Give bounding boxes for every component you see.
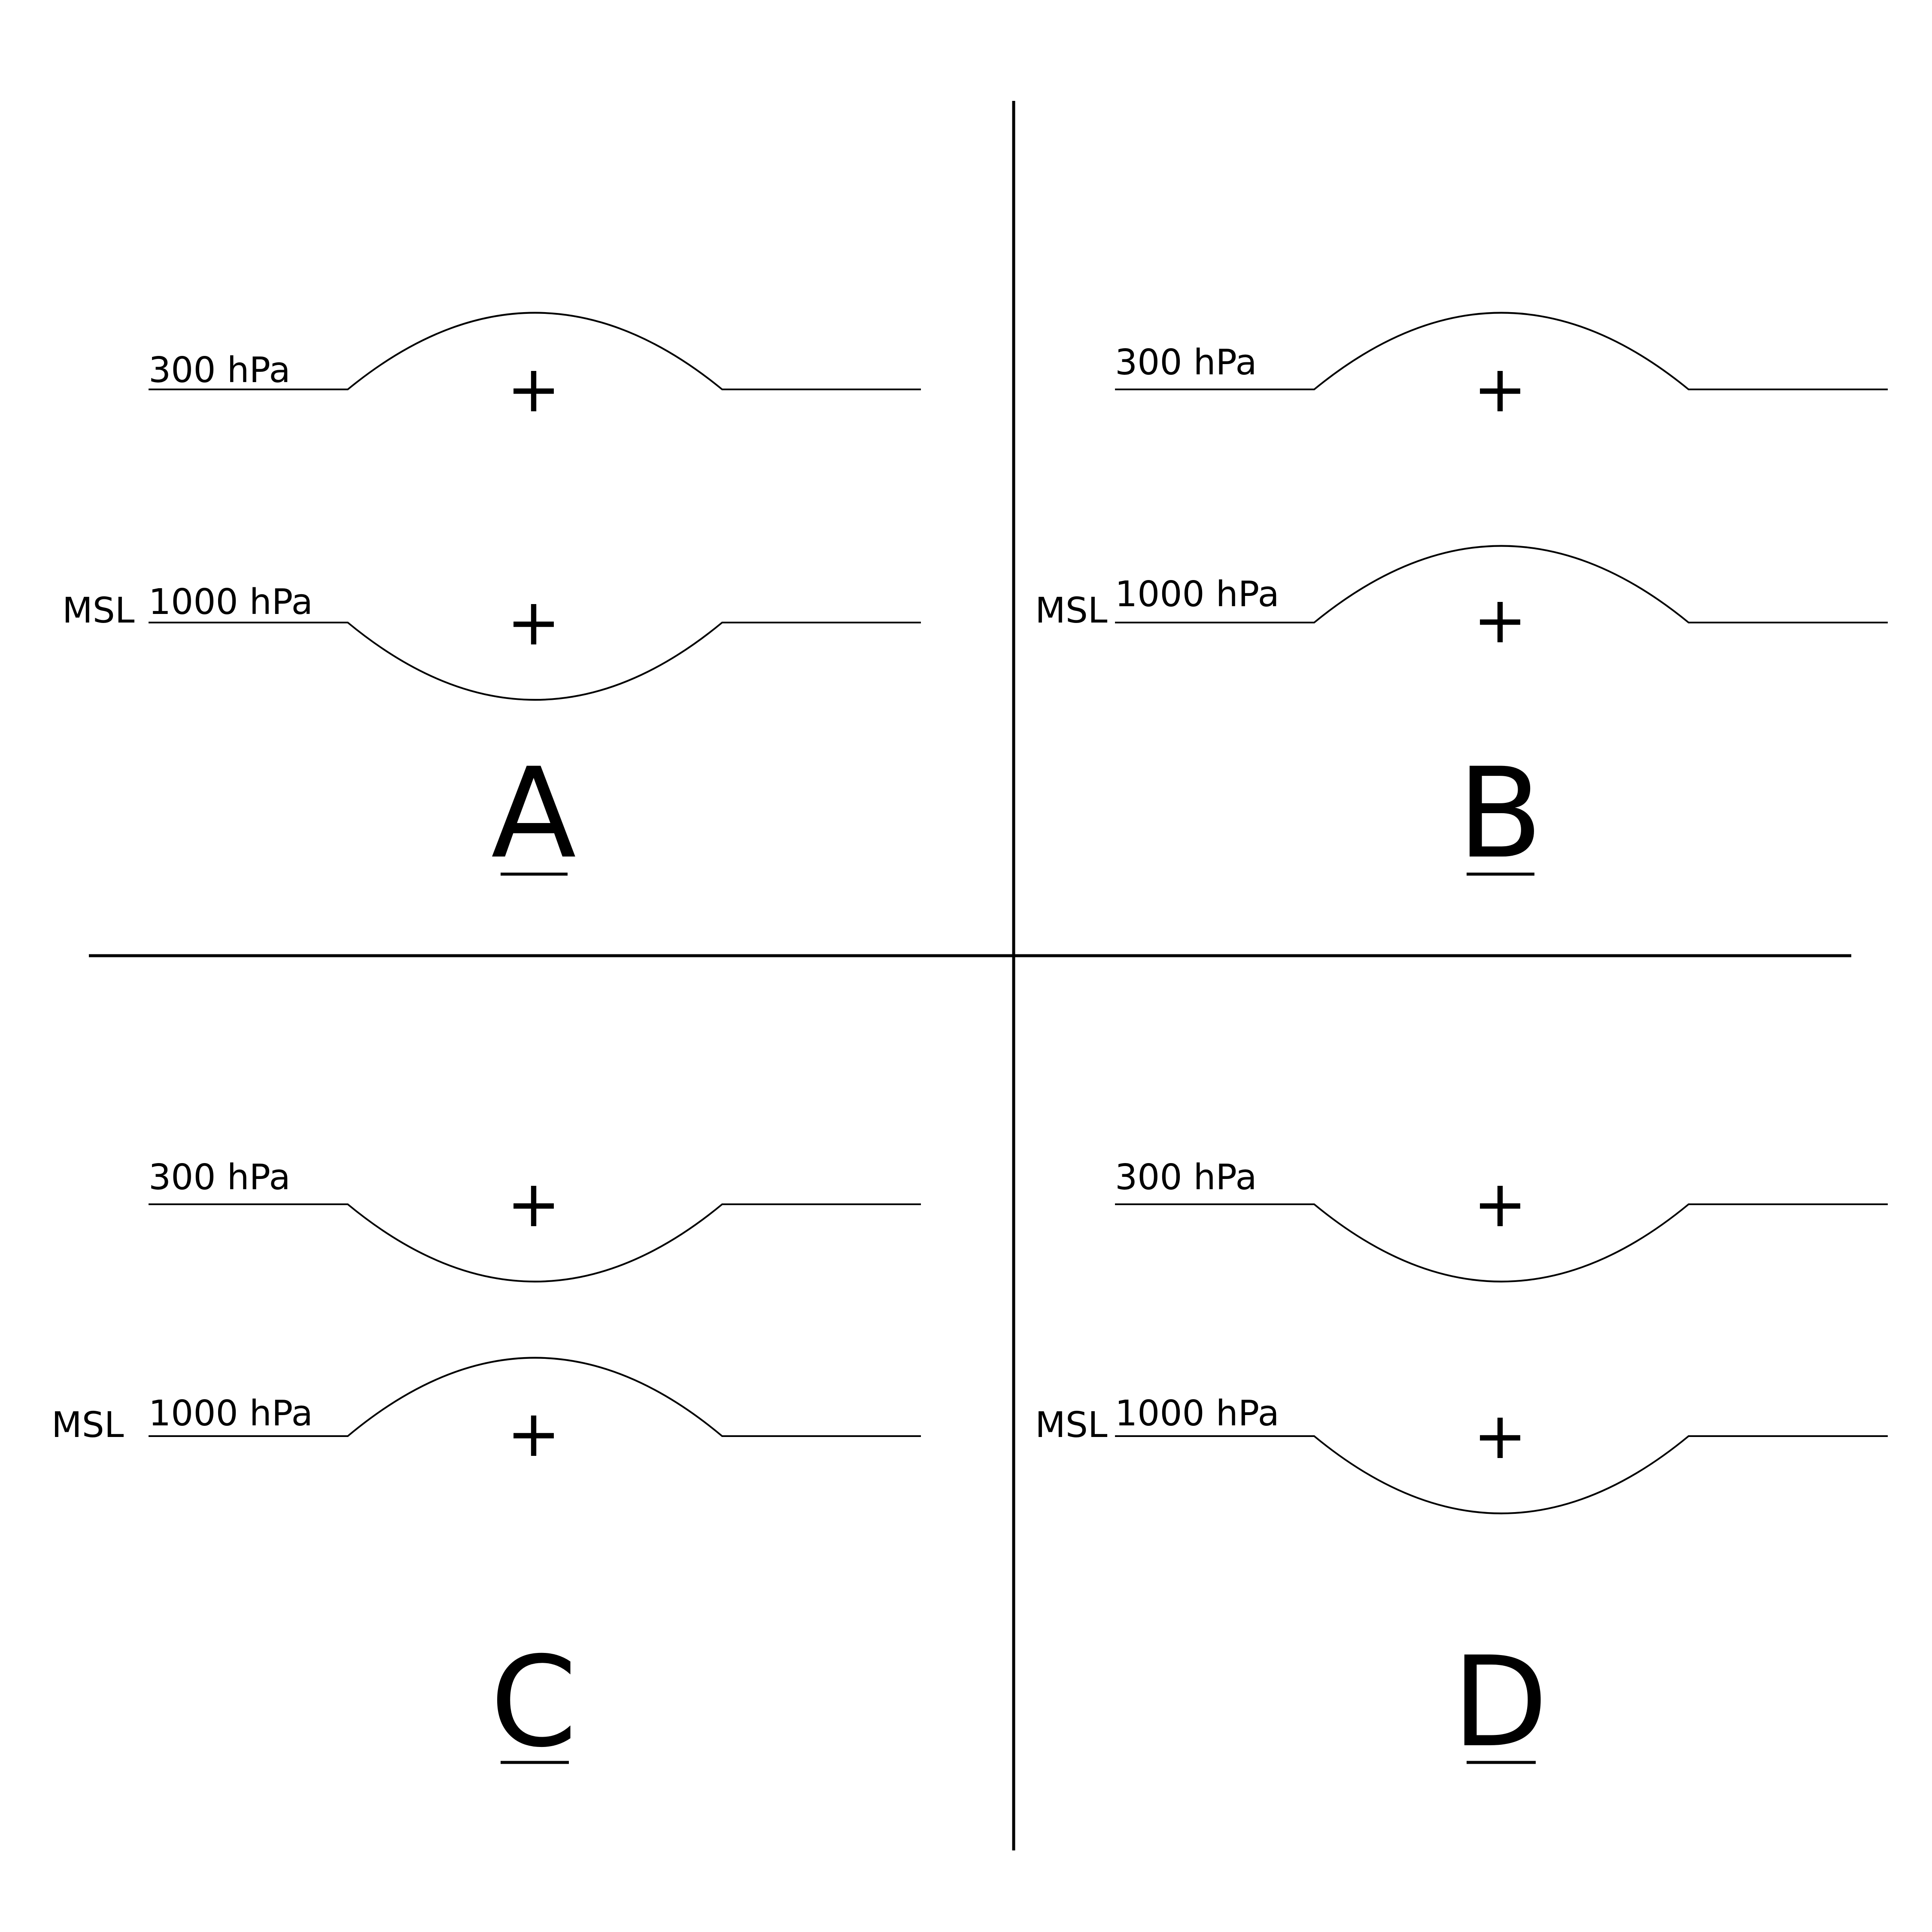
panel-c: 300 hPa + MSL 1000 hPa + C (52, 1157, 921, 1775)
lower-center-marker: + (507, 1397, 561, 1471)
panel-a: 300 hPa + MSL 1000 hPa + A (62, 312, 921, 886)
upper-pressure-surface (1115, 312, 1888, 390)
upper-pressure-surface (149, 312, 921, 390)
lower-pressure-surface (149, 622, 921, 701)
lower-pressure-label: 1000 hPa (1115, 1393, 1279, 1434)
panel-letter: B (1458, 741, 1543, 886)
upper-center-marker: + (507, 1167, 561, 1242)
lower-center-marker: + (1473, 583, 1527, 658)
msl-label: MSL (62, 590, 135, 631)
upper-center-marker: + (1473, 1167, 1527, 1242)
panel-d: 300 hPa + MSL 1000 hPa + D (1035, 1157, 1888, 1775)
lower-pressure-label: 1000 hPa (149, 1393, 313, 1434)
lower-pressure-surface (1115, 1435, 1888, 1514)
msl-label: MSL (1035, 1405, 1108, 1446)
upper-pressure-surface (149, 1203, 921, 1282)
panel-letter: D (1452, 1630, 1548, 1775)
panel-letter: A (491, 741, 577, 886)
lower-pressure-surface (149, 1357, 921, 1437)
upper-pressure-surface (1115, 1203, 1888, 1282)
panel-letter: C (490, 1630, 577, 1775)
lower-center-marker: + (507, 585, 561, 660)
lower-pressure-surface (1115, 545, 1888, 623)
msl-label: MSL (1035, 590, 1108, 631)
panel-b: 300 hPa + MSL 1000 hPa + B (1035, 312, 1888, 886)
upper-center-marker: + (507, 352, 561, 427)
msl-label: MSL (52, 1405, 124, 1446)
lower-pressure-label: 1000 hPa (149, 582, 313, 623)
upper-center-marker: + (1473, 352, 1527, 427)
upper-pressure-label: 300 hPa (149, 350, 291, 391)
upper-pressure-label: 300 hPa (1115, 1157, 1257, 1198)
lower-pressure-label: 1000 hPa (1115, 574, 1279, 615)
lower-center-marker: + (1473, 1399, 1527, 1473)
upper-pressure-label: 300 hPa (1115, 342, 1257, 383)
upper-pressure-label: 300 hPa (149, 1157, 291, 1198)
